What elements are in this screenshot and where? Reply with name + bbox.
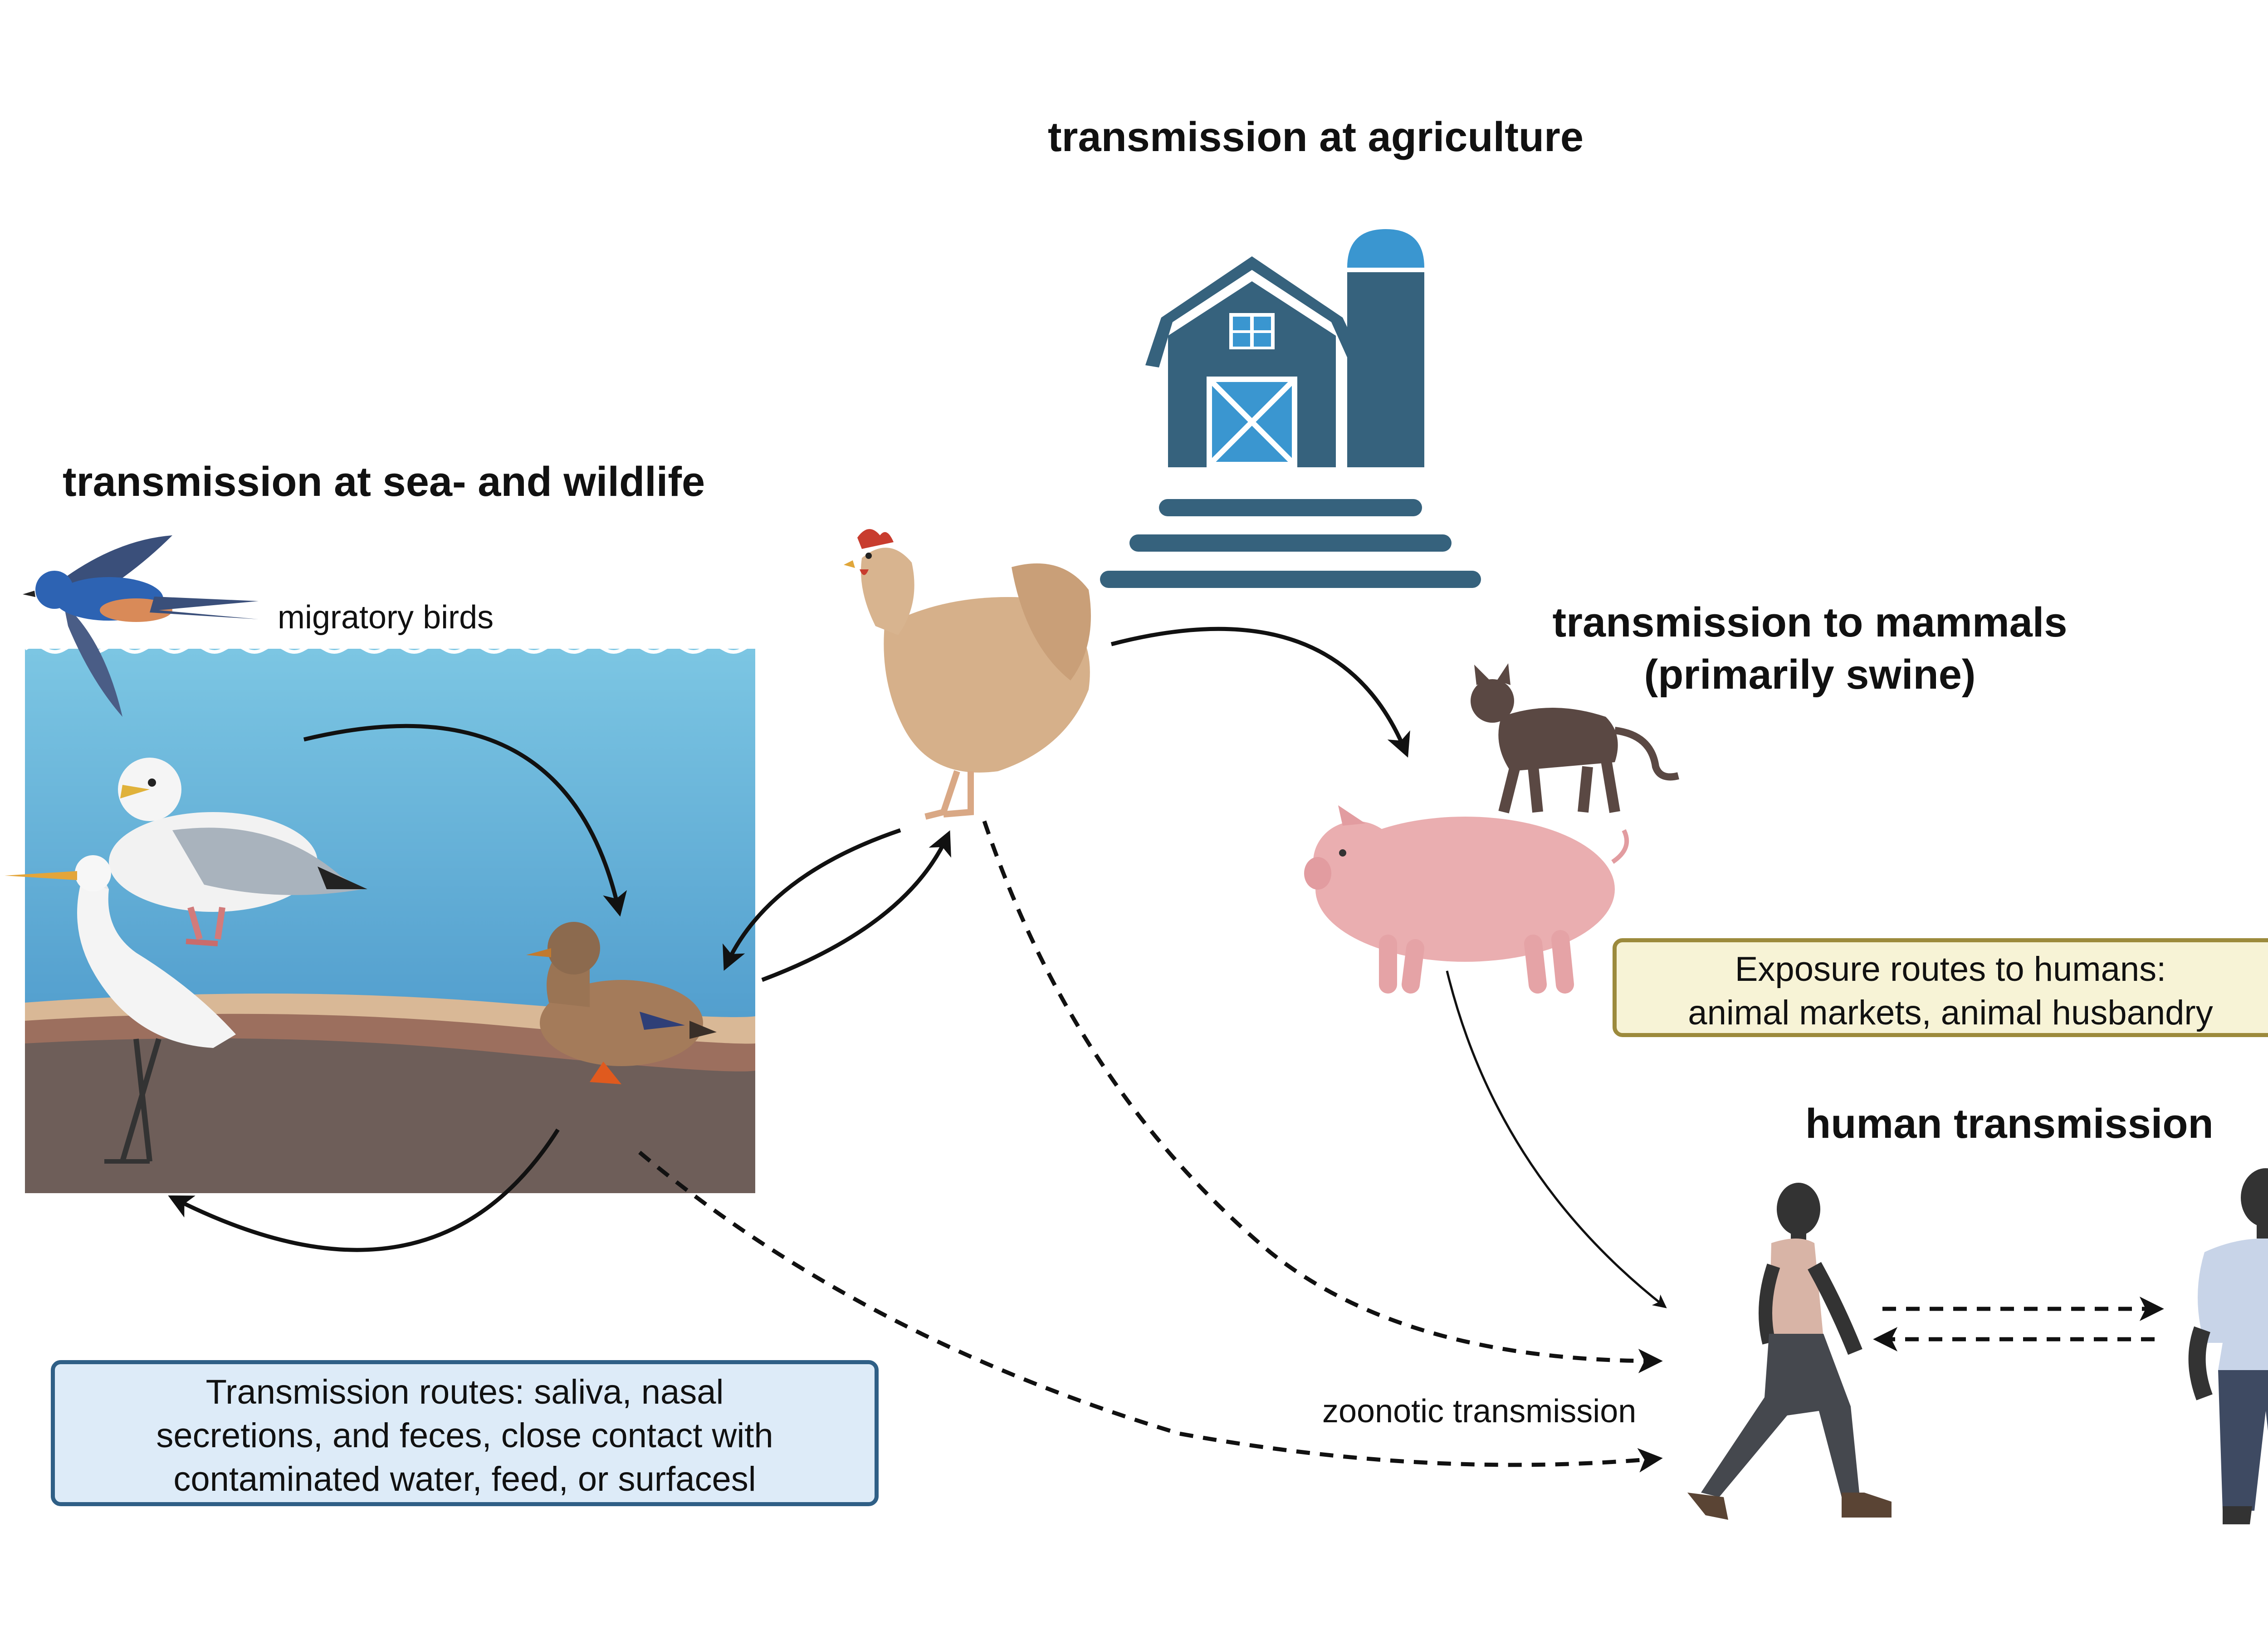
label-zoonotic: zoonotic transmission: [1322, 1393, 1637, 1430]
arrow-chicken-to-human-zoonotic: [982, 820, 1663, 1373]
silo-icon: [1347, 229, 1424, 467]
routes-line2: secretions, and feces, close contact wit…: [156, 1416, 773, 1455]
chicken-icon: [844, 529, 1091, 820]
barn-icon: [1145, 256, 1365, 467]
gull-icon: [109, 758, 367, 946]
exposure-routes-box: Exposure routes to humans: animal market…: [1613, 938, 2268, 1037]
walking-person-icon: [1687, 1183, 1892, 1520]
routes-line1: Transmission routes: saliva, nasal: [205, 1373, 724, 1411]
heading-sea-wildlife: transmission at sea- and wildlife: [63, 459, 705, 505]
heading-agriculture: transmission at agriculture: [1048, 114, 1584, 160]
arrow-chicken-to-pig: [1110, 627, 1410, 758]
standing-person-icon: [2188, 1168, 2268, 1524]
duck-icon: [526, 922, 717, 1084]
ground-stripes: [1100, 499, 1481, 588]
label-migratory-birds: migratory birds: [278, 599, 494, 636]
arrow-duck-to-human-zoonotic: [638, 1151, 1663, 1473]
routes-line3: contaminated water, feed, or surfacesl: [173, 1460, 756, 1498]
egret-icon: [5, 855, 236, 1164]
arrow-pig-to-human: [1446, 970, 1667, 1308]
heading-mammals-line2: (primarily swine): [1644, 651, 1976, 698]
arrow-duck-to-chicken: [761, 830, 951, 982]
heading-human: human transmission: [1805, 1101, 2214, 1147]
pig-icon: [1304, 805, 1629, 994]
exposure-line1: Exposure routes to humans:: [1735, 950, 2166, 989]
swallow-icon: [23, 535, 259, 717]
arrows: [168, 627, 2164, 1473]
arrow-chicken-to-duck: [723, 828, 901, 971]
cat-icon: [1471, 663, 1679, 813]
exposure-line2: animal markets, animal husbandry: [1688, 994, 2213, 1032]
heading-mammals-line1: transmission to mammals: [1552, 599, 2068, 646]
arrow-soil-to-water: [168, 1128, 560, 1252]
arrow-gull-to-duck: [303, 724, 627, 917]
transmission-routes-box: Transmission routes: saliva, nasal secre…: [51, 1360, 879, 1506]
